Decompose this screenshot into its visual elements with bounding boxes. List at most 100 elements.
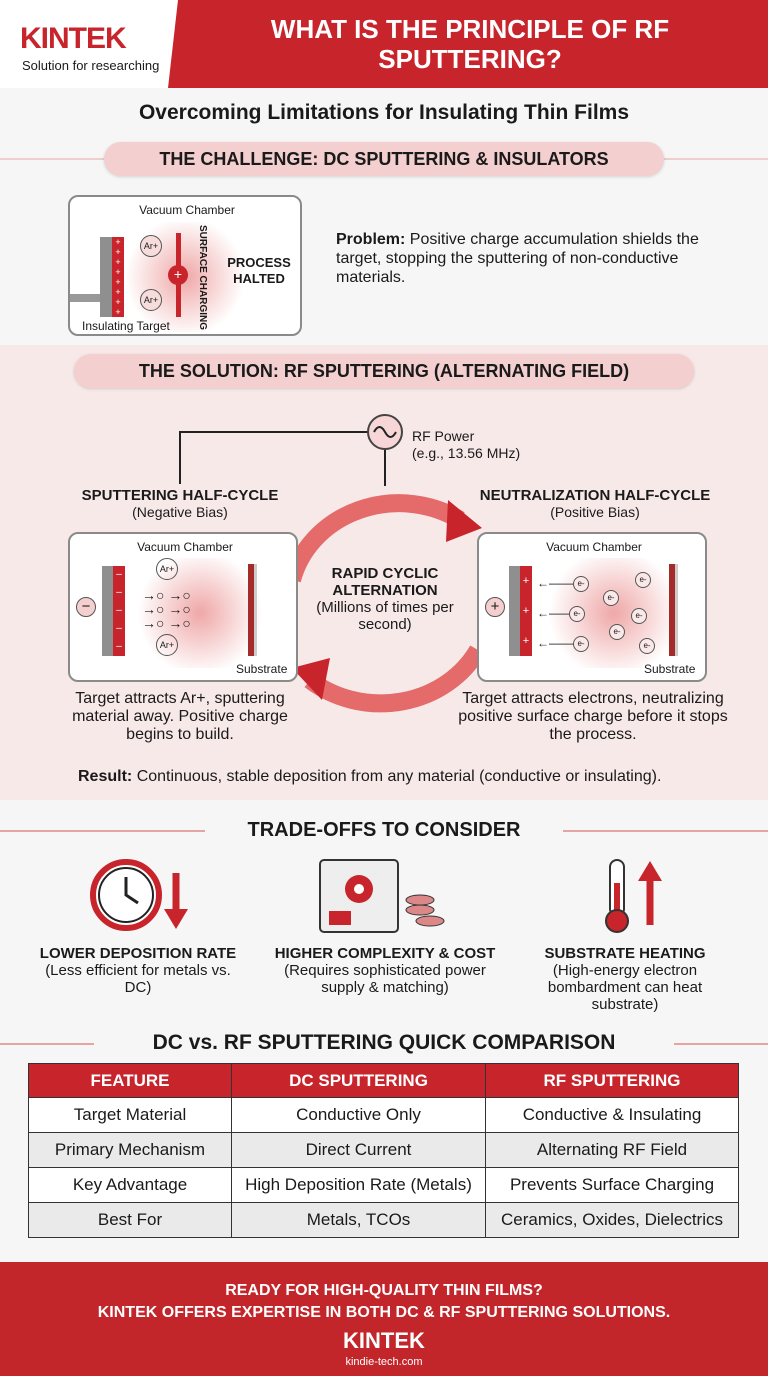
kintek-logo: KINTEK: [20, 22, 127, 55]
plasma-glow: [539, 558, 689, 668]
sputtering-half-cycle-heading: SPUTTERING HALF-CYCLE (Negative Bias): [40, 487, 320, 520]
tradeoff-title: SUBSTRATE HEATING: [544, 945, 706, 962]
rf-power-title: RF Power: [412, 428, 475, 444]
electron: e-: [569, 606, 585, 622]
insulating-target-label: Insulating Target: [82, 319, 170, 333]
tradeoff-title: HIGHER COMPLEXITY & COST: [274, 945, 496, 962]
chamber-label: Vacuum Chamber: [546, 540, 642, 554]
challenge-heading: THE CHALLENGE: DC SPUTTERING & INSULATOR…: [104, 142, 664, 176]
tradeoff-desc: (Requires sophisticated power supply & m…: [284, 962, 486, 996]
chamber-label: Vacuum Chamber: [137, 540, 233, 554]
argon-ion: Ar+: [156, 634, 178, 656]
target-backing: [102, 566, 113, 656]
divider: [0, 830, 205, 832]
substrate: [248, 564, 257, 656]
argon-ion: Ar+: [156, 558, 178, 580]
result-text: Result: Continuous, stable deposition fr…: [78, 768, 661, 786]
problem-description: Positive charge accumulation shields the…: [336, 231, 699, 286]
tradeoff-substrate-heating: SUBSTRATE HEATING (High-energy electron …: [520, 945, 730, 1013]
logo-area: KINTEK Solution for researching: [0, 0, 178, 88]
tradeoff-title: LOWER DEPOSITION RATE: [39, 945, 237, 962]
center-title: RAPID CYCLIC ALTERNATION: [331, 565, 439, 599]
right-caption: Target attracts electrons, neutralizing …: [458, 690, 728, 743]
table-cell: Alternating RF Field: [485, 1132, 739, 1168]
electron: e-: [631, 608, 647, 624]
cycle-arrow-bottom: [304, 645, 486, 713]
substrate-label: Substrate: [644, 662, 696, 676]
table-cell: Metals, TCOs: [231, 1202, 486, 1238]
footer-line2: KINTEK OFFERS EXPERTISE IN BOTH DC & RF …: [97, 1304, 671, 1321]
sputtered-atoms-arrows: →○ →○→○ →○→○ →○: [142, 587, 191, 631]
process-halted-label: PROCESS HALTED: [227, 255, 291, 286]
substrate: [669, 564, 678, 656]
table-cell: Prevents Surface Charging: [485, 1167, 739, 1203]
right-title: NEUTRALIZATION HALF-CYCLE: [479, 487, 711, 504]
footer-line1: READY FOR HIGH-QUALITY THIN FILMS?: [225, 1282, 543, 1299]
table-cell: Direct Current: [231, 1132, 486, 1168]
rapid-alternation-label: RAPID CYCLIC ALTERNATION (Millions of ti…: [310, 565, 460, 633]
result-label: Result:: [78, 768, 133, 785]
positive-charge-icon: +: [168, 265, 188, 285]
comparison-table: FEATURE DC SPUTTERING RF SPUTTERING Targ…: [28, 1063, 739, 1238]
target-positive: +++: [520, 566, 532, 656]
left-title: SPUTTERING HALF-CYCLE: [81, 487, 279, 504]
electron: e-: [609, 624, 625, 640]
rf-power-label: RF Power(e.g., 13.56 MHz): [412, 428, 520, 462]
left-bias: (Negative Bias): [132, 504, 228, 520]
wire-left: [179, 431, 368, 484]
target-negative: –––––: [113, 566, 125, 656]
right-bias: (Positive Bias): [550, 504, 640, 520]
target-backing: [509, 566, 520, 656]
cycle-arrow-top: [283, 494, 465, 583]
table-cell: Ceramics, Oxides, Dielectrics: [485, 1202, 739, 1238]
substrate-label: Substrate: [236, 662, 288, 676]
result-description: Continuous, stable deposition from any m…: [136, 768, 662, 785]
divider: [563, 830, 768, 832]
thermometer-up-arrow-icon: [605, 859, 662, 933]
target-holder: [70, 294, 102, 302]
center-sub: (Millions of times per second): [316, 599, 454, 633]
table-cell: Conductive & Insulating: [485, 1097, 739, 1133]
power-supply-coins-icon: [319, 859, 445, 933]
table-cell: High Deposition Rate (Metals): [231, 1167, 486, 1203]
target-backing: [100, 237, 112, 317]
footer-url[interactable]: kindie-tech.com: [345, 1356, 423, 1368]
arrowhead-right: [446, 500, 482, 542]
table-header-row: FEATURE DC SPUTTERING RF SPUTTERING: [28, 1063, 739, 1098]
electron: e-: [639, 638, 655, 654]
chamber-label: Vacuum Chamber: [139, 203, 235, 217]
tradeoff-desc: (Less efficient for metals vs. DC): [45, 962, 231, 996]
header-banner: [160, 0, 768, 88]
electron: e-: [573, 636, 589, 652]
tradeoff-deposition-rate: LOWER DEPOSITION RATE (Less efficient fo…: [18, 945, 258, 996]
sine-wave-icon: [373, 426, 397, 438]
column-header: FEATURE: [28, 1063, 232, 1098]
tradeoff-desc: (High-energy electron bombardment can he…: [547, 962, 703, 1013]
surface-charging-label: SURFACE CHARGING: [197, 225, 208, 331]
positive-bias-icon: +: [485, 597, 505, 617]
footer-cta: READY FOR HIGH-QUALITY THIN FILMS? KINTE…: [0, 1280, 768, 1324]
neutralization-chamber: Vacuum Chamber + +++ ←——←——←—— e- e- e- …: [477, 532, 707, 682]
plasma-glow: [130, 558, 270, 668]
electron-arrows: ←——←——←——: [537, 576, 573, 650]
electron: e-: [635, 572, 651, 588]
logo-tagline: Solution for researching: [22, 58, 160, 73]
argon-ion: Ar+: [140, 235, 162, 257]
argon-ion: Ar+: [140, 289, 162, 311]
column-header: RF SPUTTERING: [485, 1063, 739, 1098]
column-header: DC SPUTTERING: [231, 1063, 486, 1098]
insulating-target: ++++++++: [112, 237, 124, 317]
electron: e-: [603, 590, 619, 606]
problem-label: Problem:: [336, 231, 406, 248]
electron: e-: [573, 576, 589, 592]
footer-banner: READY FOR HIGH-QUALITY THIN FILMS? KINTE…: [0, 1262, 768, 1376]
page-title: WHAT IS THE PRINCIPLE OF RF SPUTTERING?: [270, 14, 670, 74]
sputtering-chamber: Vacuum Chamber − ––––– Ar+ Ar+ →○ →○→○ →…: [68, 532, 298, 682]
left-caption: Target attracts Ar+, sputtering material…: [72, 690, 288, 743]
clock-down-arrow-icon: [90, 859, 188, 931]
table-cell: Conductive Only: [231, 1097, 486, 1133]
challenge-diagram: Vacuum Chamber ++++++++ Ar+ Ar+ + SURFAC…: [68, 195, 302, 336]
